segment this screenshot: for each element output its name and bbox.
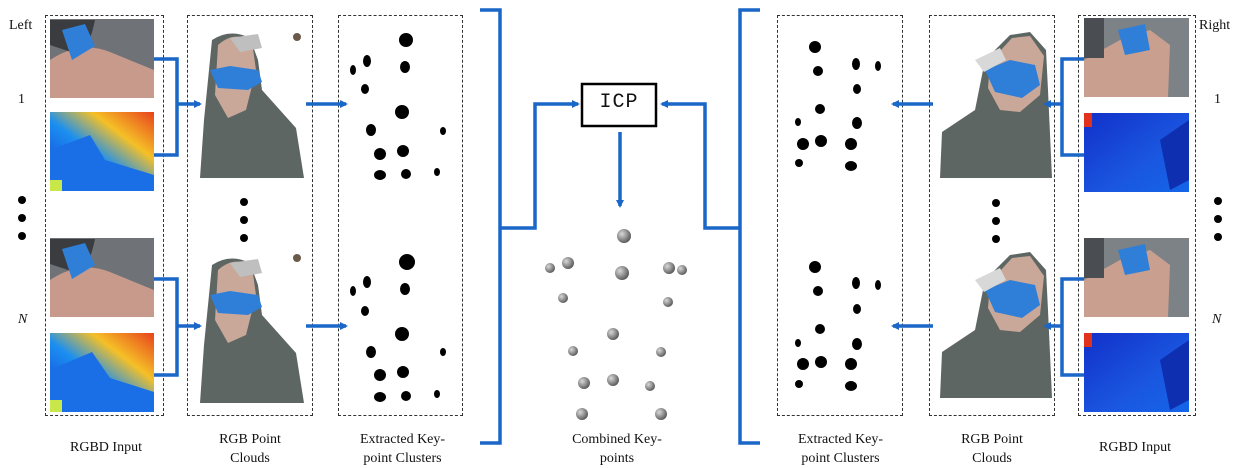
left-point-cloud-n [200, 254, 304, 403]
right-rgbd-caption: RGBD Input [1099, 440, 1171, 455]
right-side-label: Right [1199, 18, 1231, 33]
right-first-index: 1 [1214, 92, 1221, 107]
right-depth-image-1 [1084, 113, 1189, 192]
right-rgb-image-n [1084, 238, 1189, 317]
right-clusters-box [777, 15, 903, 416]
icp-label: ICP [599, 91, 639, 114]
right-point-cloud-n [940, 252, 1052, 398]
left-depth-image-1 [50, 112, 154, 191]
left-point-cloud-caption: RGB Point Clouds [219, 432, 281, 466]
left-clusters-1 [350, 33, 446, 180]
right-point-cloud-ellipsis [992, 199, 1000, 243]
right-point-cloud-box [929, 15, 1055, 416]
left-point-cloud-box [187, 15, 313, 416]
right-last-index: N [1212, 312, 1222, 327]
left-clusters-box [338, 15, 463, 416]
left-point-cloud-1 [200, 33, 304, 178]
combined-keypoints [545, 229, 687, 420]
left-rgbd-box [45, 15, 164, 416]
connectors [154, 8, 1084, 445]
left-clusters-n [350, 254, 446, 402]
combined-keypoints-caption: Combined Key-points [572, 432, 662, 466]
right-clusters-1 [795, 41, 881, 171]
icp-box [580, 82, 658, 128]
left-ellipsis-dots [18, 196, 26, 240]
left-point-cloud-ellipsis [240, 198, 248, 242]
left-rgb-image-1 [50, 19, 154, 98]
left-last-index: N [18, 312, 28, 327]
right-depth-image-n [1084, 333, 1189, 412]
left-depth-image-n [50, 333, 154, 412]
right-clusters-n [795, 261, 881, 391]
right-point-cloud-1 [940, 32, 1052, 178]
right-rgbd-box [1078, 15, 1196, 416]
right-rgb-image-1 [1084, 18, 1189, 97]
left-rgbd-caption: RGBD Input [70, 440, 142, 455]
left-clusters-caption: Extracted Key-point Clusters [359, 432, 446, 466]
left-first-index: 1 [18, 92, 25, 107]
left-rgb-image-n [50, 238, 154, 317]
right-clusters-caption: Extracted Key-point Clusters [797, 432, 884, 466]
right-point-cloud-caption: RGB Point Clouds [961, 432, 1023, 466]
right-ellipsis-dots [1214, 197, 1222, 241]
left-side-label: Left [9, 18, 33, 33]
